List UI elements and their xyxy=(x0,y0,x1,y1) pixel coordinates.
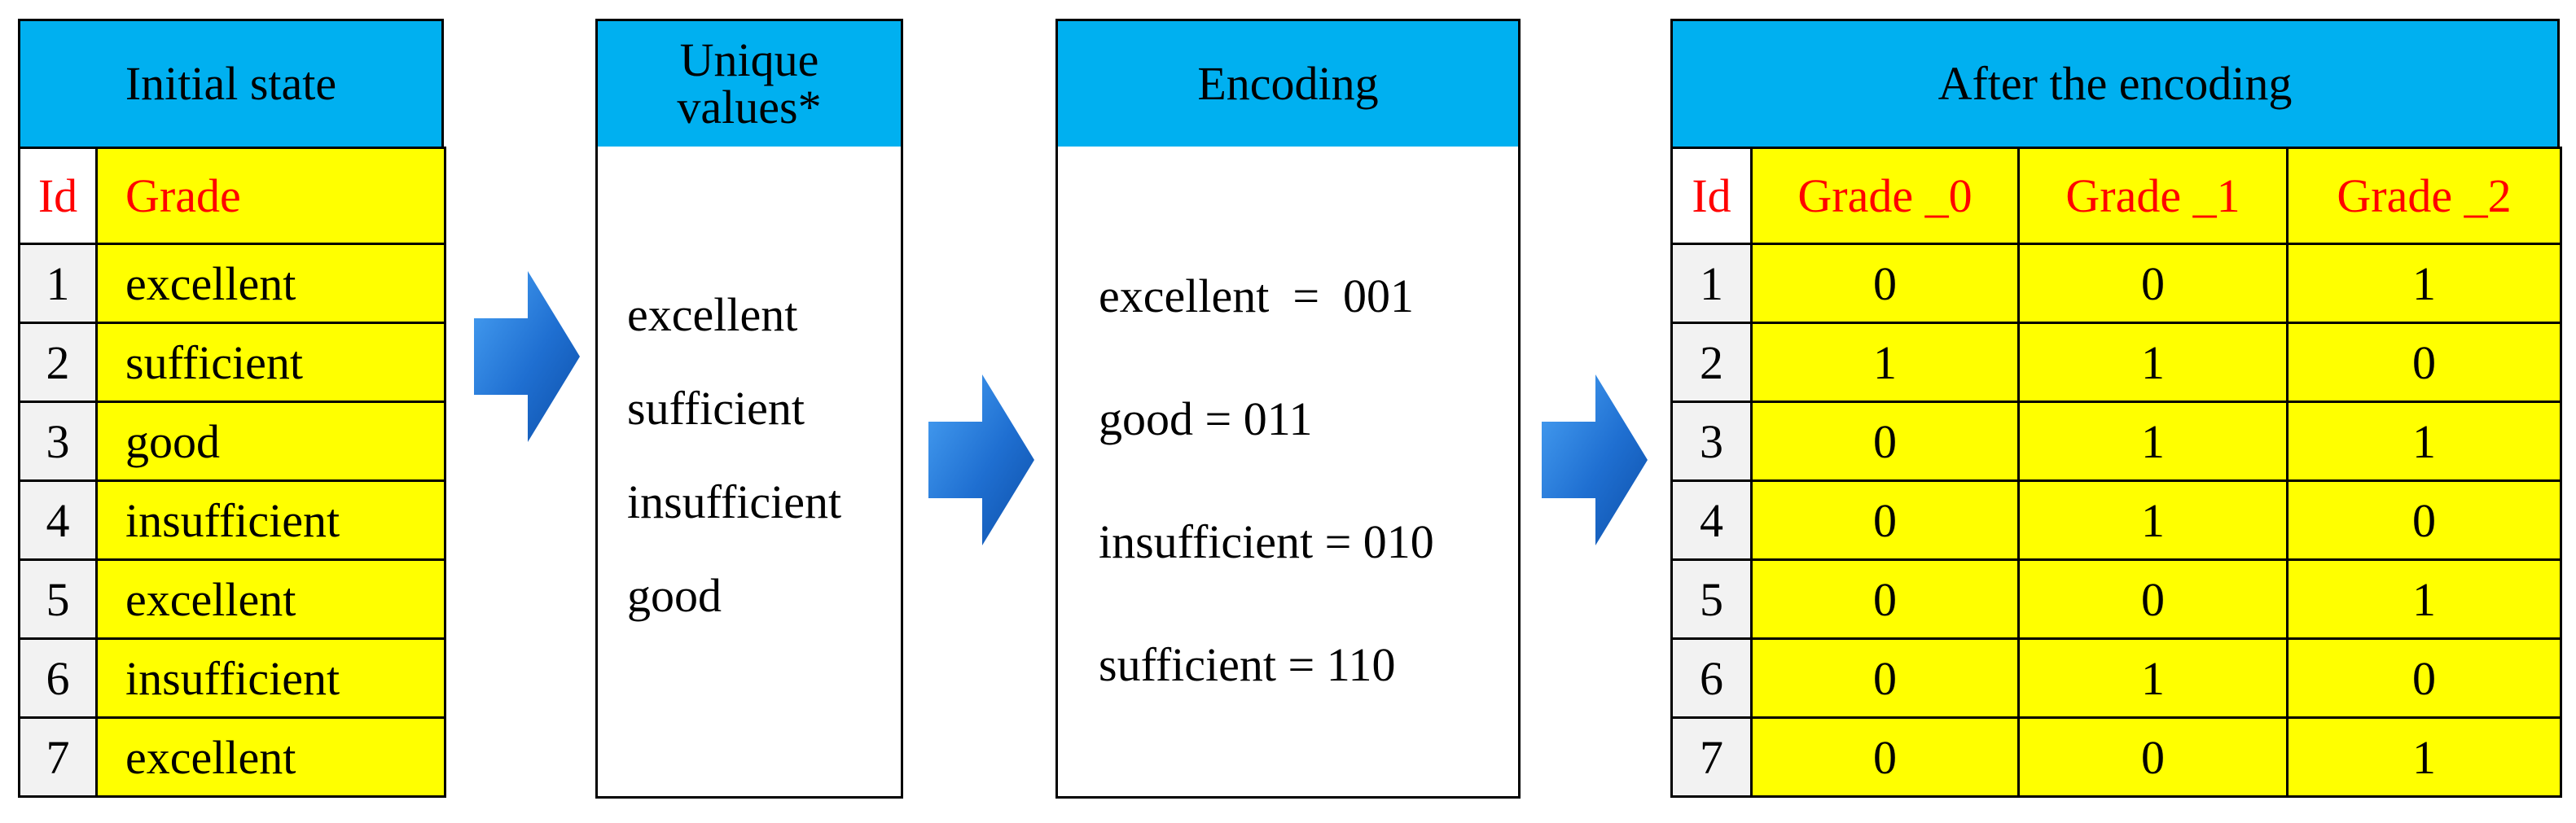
encoding-rule: good = 011 xyxy=(1099,392,1313,445)
grade-1-value: 1 xyxy=(2017,479,2289,561)
row-id: 3 xyxy=(18,401,98,482)
row-id: 4 xyxy=(1670,479,1753,561)
unique-values-box: excellent sufficient insufficient good xyxy=(595,147,903,799)
after-encoding-table: Id Grade _0 Grade _1 Grade _2 1 0 0 1 2 … xyxy=(1670,147,2562,798)
grade-0-value: 0 xyxy=(1750,637,2020,719)
table-row: 5 0 0 1 xyxy=(1670,558,2562,640)
table-row: 6 insufficient xyxy=(18,637,446,719)
grade-1-value: 0 xyxy=(2017,243,2289,324)
grade-1-value: 0 xyxy=(2017,558,2289,640)
initial-state-table: Id Grade 1 excellent 2 sufficient 3 good… xyxy=(18,147,446,798)
grade-2-value: 1 xyxy=(2286,401,2562,482)
grade-1-value: 0 xyxy=(2017,716,2289,798)
unique-value: excellent xyxy=(627,288,798,341)
table-row: 3 0 1 1 xyxy=(1670,401,2562,482)
table-row: 7 0 0 1 xyxy=(1670,716,2562,798)
encoding-rule: excellent = 001 xyxy=(1099,269,1415,322)
unique-value: sufficient xyxy=(627,382,805,435)
grade-0-value: 0 xyxy=(1750,479,2020,561)
grade-value: excellent xyxy=(95,243,446,324)
grade-column-header: Grade xyxy=(95,147,446,245)
after-encoding-panel: After the encoding Id Grade _0 Grade _1 … xyxy=(1670,19,2562,799)
unique-values-panel: Unique values* excellent sufficient insu… xyxy=(595,19,903,799)
table-row: 4 insufficient xyxy=(18,479,446,561)
grade-value: good xyxy=(95,401,446,482)
grade-2-value: 0 xyxy=(2286,637,2562,719)
table-row: 2 sufficient xyxy=(18,322,446,403)
grade-0-value: 0 xyxy=(1750,716,2020,798)
grade-2-value: 0 xyxy=(2286,479,2562,561)
grade-0-value: 1 xyxy=(1750,322,2020,403)
table-row: 3 good xyxy=(18,401,446,482)
unique-value: insufficient xyxy=(627,475,842,528)
grade-1-value: 1 xyxy=(2017,401,2289,482)
grade-0-column-header: Grade _0 xyxy=(1750,147,2020,245)
table-row: 4 0 1 0 xyxy=(1670,479,2562,561)
row-id: 6 xyxy=(18,637,98,719)
grade-value: insufficient xyxy=(95,479,446,561)
unique-value: good xyxy=(627,569,722,622)
encoding-rule: insufficient = 010 xyxy=(1099,515,1434,568)
table-row: 6 0 1 0 xyxy=(1670,637,2562,719)
row-id: 1 xyxy=(1670,243,1753,324)
grade-1-value: 1 xyxy=(2017,637,2289,719)
row-id: 7 xyxy=(18,716,98,798)
table-row: 1 excellent xyxy=(18,243,446,324)
unique-values-title-line1: Unique xyxy=(679,33,819,86)
table-row: 2 1 1 0 xyxy=(1670,322,2562,403)
unique-values-title-line2: values* xyxy=(677,81,822,134)
grade-0-value: 0 xyxy=(1750,558,2020,640)
grade-2-value: 1 xyxy=(2286,243,2562,324)
grade-value: excellent xyxy=(95,716,446,798)
row-id: 6 xyxy=(1670,637,1753,719)
id-column-header: Id xyxy=(1670,147,1753,245)
row-id: 2 xyxy=(18,322,98,403)
grade-2-column-header: Grade _2 xyxy=(2286,147,2562,245)
table-row: 1 0 0 1 xyxy=(1670,243,2562,324)
table-row: 5 excellent xyxy=(18,558,446,640)
after-encoding-title: After the encoding xyxy=(1670,19,2560,149)
grade-1-column-header: Grade _1 xyxy=(2017,147,2289,245)
grade-value: excellent xyxy=(95,558,446,640)
grade-0-value: 0 xyxy=(1750,243,2020,324)
row-id: 3 xyxy=(1670,401,1753,482)
arrow-right-icon xyxy=(928,374,1034,545)
table-row: 7 excellent xyxy=(18,716,446,798)
row-id: 5 xyxy=(18,558,98,640)
id-column-header: Id xyxy=(18,147,98,245)
encoding-panel: Encoding excellent = 001 good = 011 insu… xyxy=(1055,19,1521,799)
encoding-rule: sufficient = 110 xyxy=(1099,638,1396,691)
grade-2-value: 1 xyxy=(2286,558,2562,640)
grade-0-value: 0 xyxy=(1750,401,2020,482)
row-id: 2 xyxy=(1670,322,1753,403)
grade-2-value: 0 xyxy=(2286,322,2562,403)
grade-1-value: 1 xyxy=(2017,322,2289,403)
encoding-title: Encoding xyxy=(1055,19,1521,149)
initial-state-title: Initial state xyxy=(18,19,444,149)
row-id: 5 xyxy=(1670,558,1753,640)
unique-values-title: Unique values* xyxy=(595,19,903,149)
encoding-box: excellent = 001 good = 011 insufficient … xyxy=(1055,147,1521,799)
arrow-right-icon xyxy=(474,271,580,442)
initial-state-panel: Initial state Id Grade 1 excellent 2 suf… xyxy=(18,19,446,799)
arrow-right-icon xyxy=(1542,374,1648,545)
row-id: 1 xyxy=(18,243,98,324)
row-id: 7 xyxy=(1670,716,1753,798)
grade-value: sufficient xyxy=(95,322,446,403)
grade-2-value: 1 xyxy=(2286,716,2562,798)
row-id: 4 xyxy=(18,479,98,561)
grade-value: insufficient xyxy=(95,637,446,719)
